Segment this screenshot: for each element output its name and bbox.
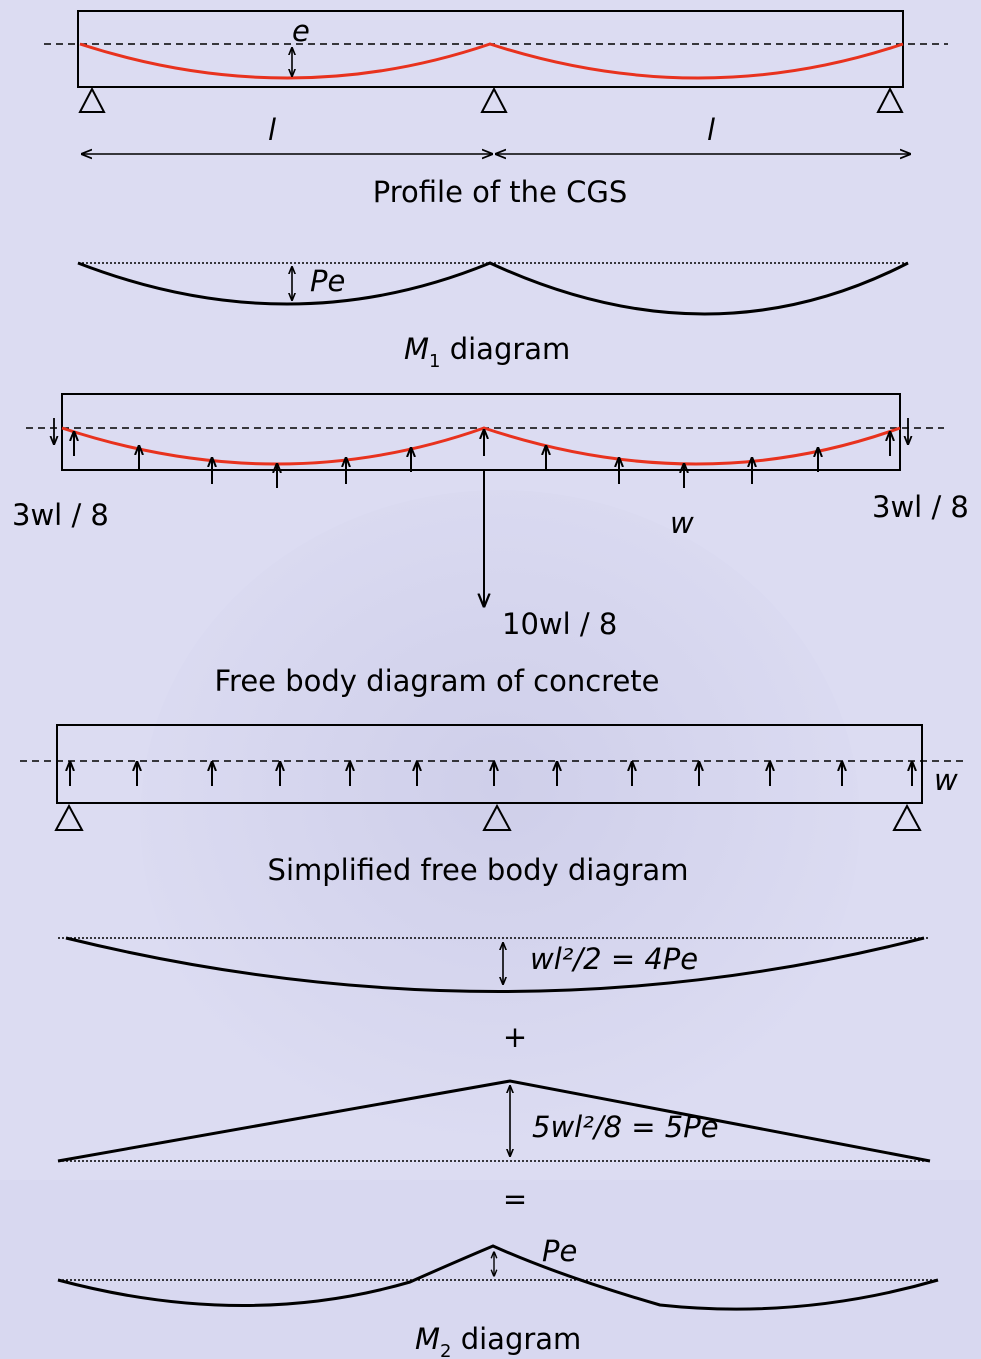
m1-caption: M1 diagram [404, 332, 570, 372]
cgs-profile-caption: Profile of the CGS [373, 175, 628, 209]
simplified-support-middle-icon [482, 803, 512, 831]
fbd-upward-load-arrows [74, 430, 890, 488]
simplified-support-right-icon [892, 803, 922, 831]
support-middle-icon [480, 86, 508, 113]
fbd-beam-outline [61, 393, 901, 471]
parabola-moment-curve [65, 936, 925, 993]
simplified-beam-outline [56, 724, 923, 804]
simplified-fbd-caption: Simplified free body diagram [268, 853, 689, 887]
simplified-upward-load-arrows [70, 762, 912, 786]
simplified-fbd-section: w Simplified free body diagram [20, 724, 968, 887]
fbd-concrete-caption: Free body diagram of concrete [214, 664, 659, 698]
m2-caption: M2 diagram [415, 1322, 581, 1359]
parabola-label: wl²/2 = 4Pe [530, 942, 698, 976]
m1-curve [77, 261, 909, 316]
simplified-load-label: w [934, 763, 958, 797]
span-left-label: l [268, 113, 276, 147]
m2-caption-symbol: M [415, 1322, 440, 1356]
cable-profile [79, 42, 904, 80]
m2-caption-suffix: diagram [451, 1322, 581, 1356]
span-right-label: l [707, 113, 715, 147]
cgs-profile-section: e l l Profile of the CGS [44, 10, 948, 209]
support-right-icon [876, 86, 904, 113]
plus-sign: + [503, 1020, 527, 1054]
fbd-cable-profile [61, 426, 901, 466]
m1-caption-symbol: M [404, 332, 429, 366]
m2-diagram-section: wl²/2 = 4Pe + 5wl²/8 = 5Pe = Pe M2 diagr… [57, 936, 939, 1359]
m2-curve [57, 1244, 939, 1311]
triangle-label: 5wl²/8 = 5Pe [532, 1110, 719, 1144]
m2-caption-subscript: 2 [440, 1341, 451, 1359]
m1-diagram-section: Pe M1 diagram [77, 261, 909, 372]
eccentricity-label: e [292, 14, 310, 48]
support-left-icon [78, 86, 106, 113]
m2-pe-label: Pe [542, 1234, 577, 1268]
fbd-concrete-section: 3wl / 8 3wl / 8 w 10wl / 8 Free body dia… [12, 393, 969, 698]
beam-outline [77, 10, 904, 88]
center-reaction-label: 10wl / 8 [502, 607, 617, 641]
fbd-load-label: w [670, 506, 694, 540]
m1-pe-label: Pe [310, 264, 345, 298]
equals-sign: = [503, 1182, 527, 1216]
left-reaction-label: 3wl / 8 [12, 498, 109, 532]
simplified-support-left-icon [54, 803, 84, 831]
m1-caption-subscript: 1 [429, 351, 440, 372]
m1-caption-suffix: diagram [440, 332, 570, 366]
right-reaction-label: 3wl / 8 [872, 490, 969, 524]
triangle-moment-shape [57, 1079, 931, 1163]
